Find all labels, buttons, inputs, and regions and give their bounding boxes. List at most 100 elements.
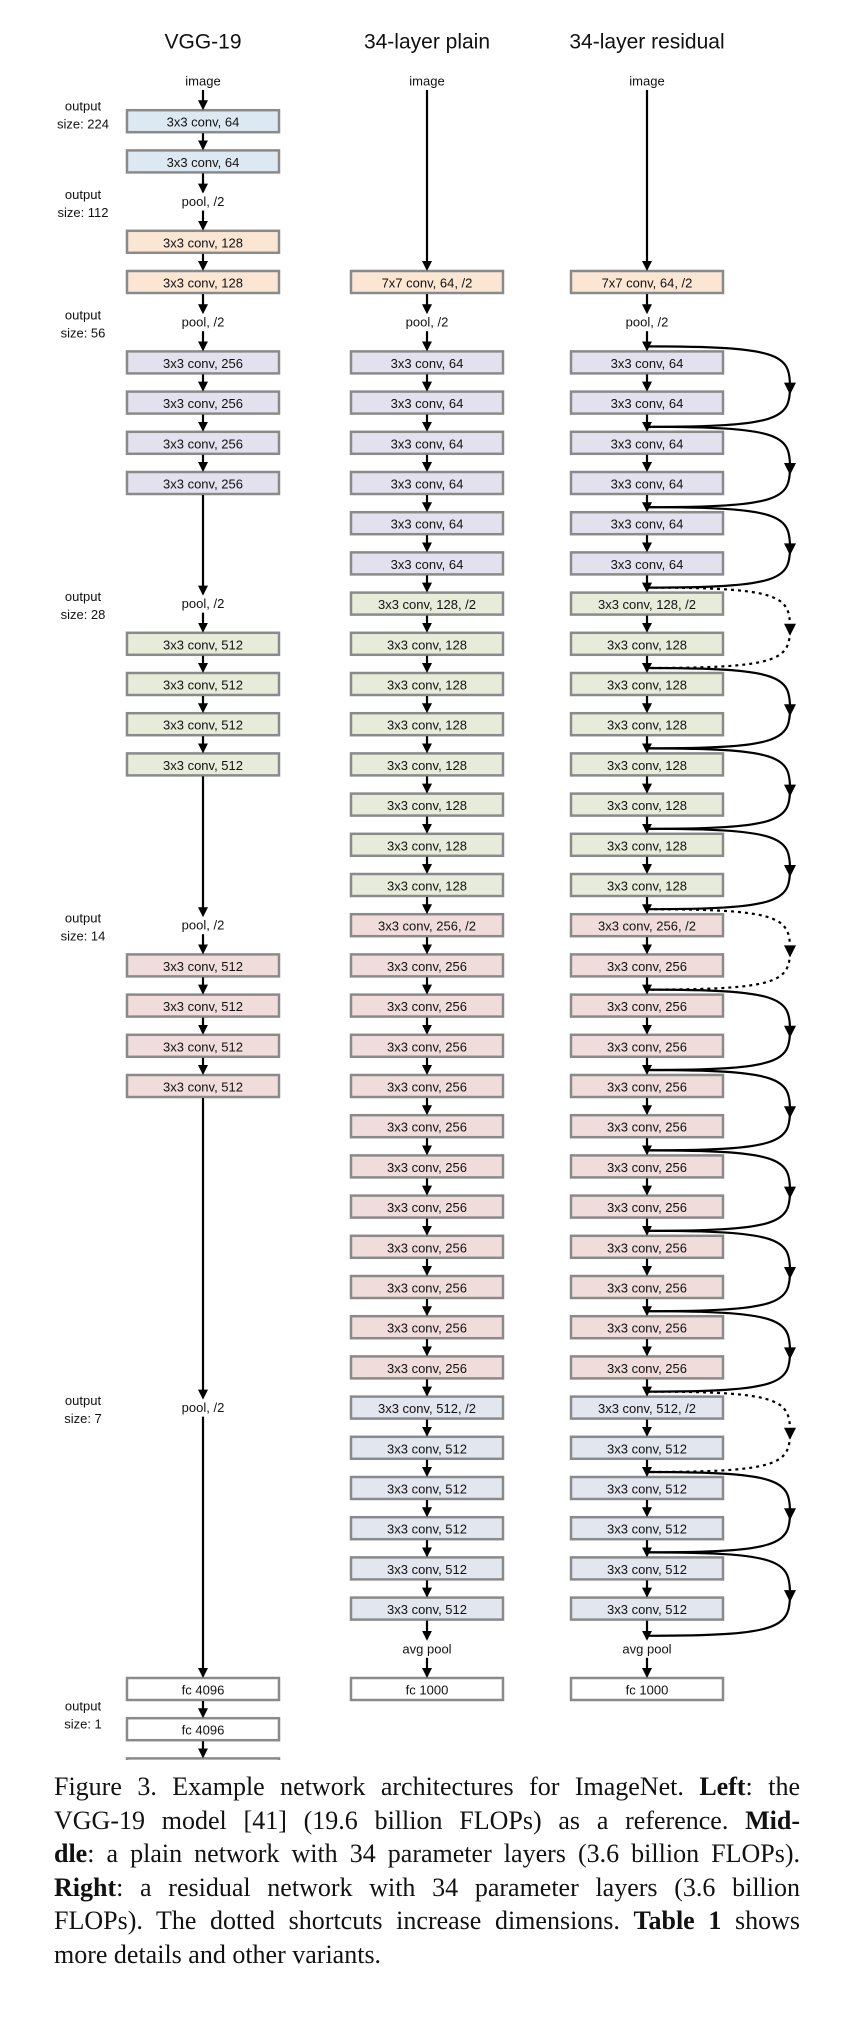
layer-box — [125, 1716, 281, 1742]
output-size-value: size: 28 — [61, 607, 106, 622]
layer-box — [349, 470, 505, 496]
layer-box — [349, 390, 505, 415]
layer-box — [569, 1475, 725, 1501]
layer-box — [349, 591, 505, 616]
layer-label: 3x3 conv, 128 — [607, 838, 687, 853]
input-label: image — [629, 74, 664, 89]
layer-box — [569, 912, 725, 938]
layer-box — [349, 430, 505, 456]
shortcut-arrowhead — [784, 865, 796, 877]
pool-label: avg pool — [402, 1641, 451, 1656]
layer-label: 3x3 conv, 256 — [163, 436, 243, 451]
shortcut-arrowhead — [784, 1106, 796, 1119]
layer-box — [349, 350, 505, 375]
output-size-value: size: 112 — [57, 205, 108, 220]
layer-box — [569, 1033, 725, 1059]
layer-box — [349, 912, 505, 938]
layer-label: 3x3 conv, 512 — [387, 1522, 467, 1537]
caption-text: VGG-19 model [41] (19.6 billion FLOPs) a… — [54, 1805, 746, 1835]
layer-box — [569, 1154, 725, 1179]
pool-label: pool, /2 — [182, 315, 225, 330]
layer-label: 3x3 conv, 64 — [391, 517, 464, 532]
layer-label: 3x3 conv, 512 — [163, 758, 243, 773]
layer-label: 3x3 conv, 256 — [607, 1080, 687, 1095]
layer-label: 3x3 conv, 256 — [387, 1321, 467, 1336]
pool-label: pool, /2 — [182, 194, 225, 209]
layer-label: 3x3 conv, 64 — [167, 155, 240, 170]
layer-label: 3x3 conv, 256 — [607, 999, 687, 1014]
layer-label: 3x3 conv, 256 — [607, 1240, 687, 1255]
caption-bold-text: dle — [54, 1839, 88, 1868]
layer-box — [125, 1676, 281, 1702]
layer-box — [349, 1113, 505, 1139]
caption-bold-text: Right — [54, 1872, 117, 1902]
layer-label: 3x3 conv, 64 — [611, 477, 684, 492]
layer-box — [125, 1073, 281, 1099]
layer-label: 3x3 conv, 256 — [163, 396, 243, 411]
layer-label: 3x3 conv, 256 — [163, 356, 243, 371]
caption-line: VGG-19 model [41] (19.6 billion FLOPs) a… — [54, 1804, 800, 1838]
layer-label: 3x3 conv, 256, /2 — [598, 919, 696, 934]
layer-box — [569, 993, 725, 1018]
layer-box — [349, 711, 505, 737]
layer-label: 3x3 conv, 512 — [387, 1602, 467, 1617]
shortcut-arrowhead — [784, 1186, 796, 1199]
caption-text: shows — [721, 1906, 800, 1935]
layer-box — [349, 631, 505, 657]
caption-line: dle: a plain network with 34 parameter l… — [54, 1837, 800, 1871]
caption-text: : a plain network with 34 parameter laye… — [87, 1839, 800, 1868]
layer-box — [569, 953, 725, 978]
layer-box — [349, 1274, 505, 1300]
layer-label: 3x3 conv, 128 — [607, 879, 687, 894]
layer-label: 3x3 conv, 64 — [391, 396, 464, 411]
layer-box — [569, 1073, 725, 1099]
pool-label: pool, /2 — [626, 315, 669, 330]
layer-label: 3x3 conv, 512 — [163, 1080, 243, 1095]
layer-label: 3x3 conv, 256 — [387, 1240, 467, 1255]
layer-label: 3x3 conv, 256 — [607, 1160, 687, 1175]
layer-label: 3x3 conv, 64 — [611, 557, 684, 572]
layer-label: 3x3 conv, 512 — [163, 637, 243, 652]
layer-label: 3x3 conv, 512, /2 — [378, 1401, 476, 1416]
layer-label: 3x3 conv, 512 — [607, 1522, 687, 1537]
caption-text: : a residual network with 34 parameter l… — [116, 1872, 800, 1902]
layer-label: 3x3 conv, 64 — [391, 477, 464, 492]
layer-label: 3x3 conv, 256 — [607, 1200, 687, 1215]
layer-label: 3x3 conv, 128 — [387, 678, 467, 693]
shortcut-arrowhead — [784, 543, 796, 556]
layer-box — [125, 430, 281, 456]
layer-box — [125, 350, 281, 375]
dotted-shortcut — [646, 586, 792, 670]
layer-label: 3x3 conv, 256 — [387, 1281, 467, 1296]
layer-box — [569, 671, 725, 697]
layer-label: 3x3 conv, 128 — [387, 637, 467, 652]
layer-box — [349, 1435, 505, 1461]
layer-label: 3x3 conv, 256 — [607, 1281, 687, 1296]
layer-box — [349, 1234, 505, 1260]
layer-label: 3x3 conv, 256 — [387, 1361, 467, 1376]
layer-box — [125, 1757, 281, 1760]
layer-label: 3x3 conv, 512 — [163, 678, 243, 693]
shortcut-arrowhead — [784, 382, 796, 395]
layer-box — [349, 752, 505, 777]
shortcut-arrowhead — [784, 1508, 796, 1521]
layer-box — [349, 1475, 505, 1501]
layer-label: 3x3 conv, 512 — [163, 959, 243, 974]
layer-box — [125, 229, 281, 255]
layer-label: fc 4096 — [182, 1683, 225, 1698]
output-size-label: output — [65, 308, 102, 323]
layer-box — [569, 1556, 725, 1581]
layer-label: 3x3 conv, 512 — [387, 1441, 467, 1456]
layer-box — [569, 631, 725, 657]
layer-label: 3x3 conv, 128 — [607, 798, 687, 813]
layer-label: 3x3 conv, 64 — [611, 396, 684, 411]
layer-box — [349, 1395, 505, 1420]
layer-label: 3x3 conv, 128 — [607, 758, 687, 773]
layer-box — [569, 1234, 725, 1260]
layer-box — [569, 832, 725, 858]
layer-box — [349, 671, 505, 697]
layer-box — [125, 108, 281, 134]
layer-box — [349, 792, 505, 817]
layer-label: 3x3 conv, 128 — [387, 838, 467, 853]
input-label: image — [185, 74, 220, 89]
